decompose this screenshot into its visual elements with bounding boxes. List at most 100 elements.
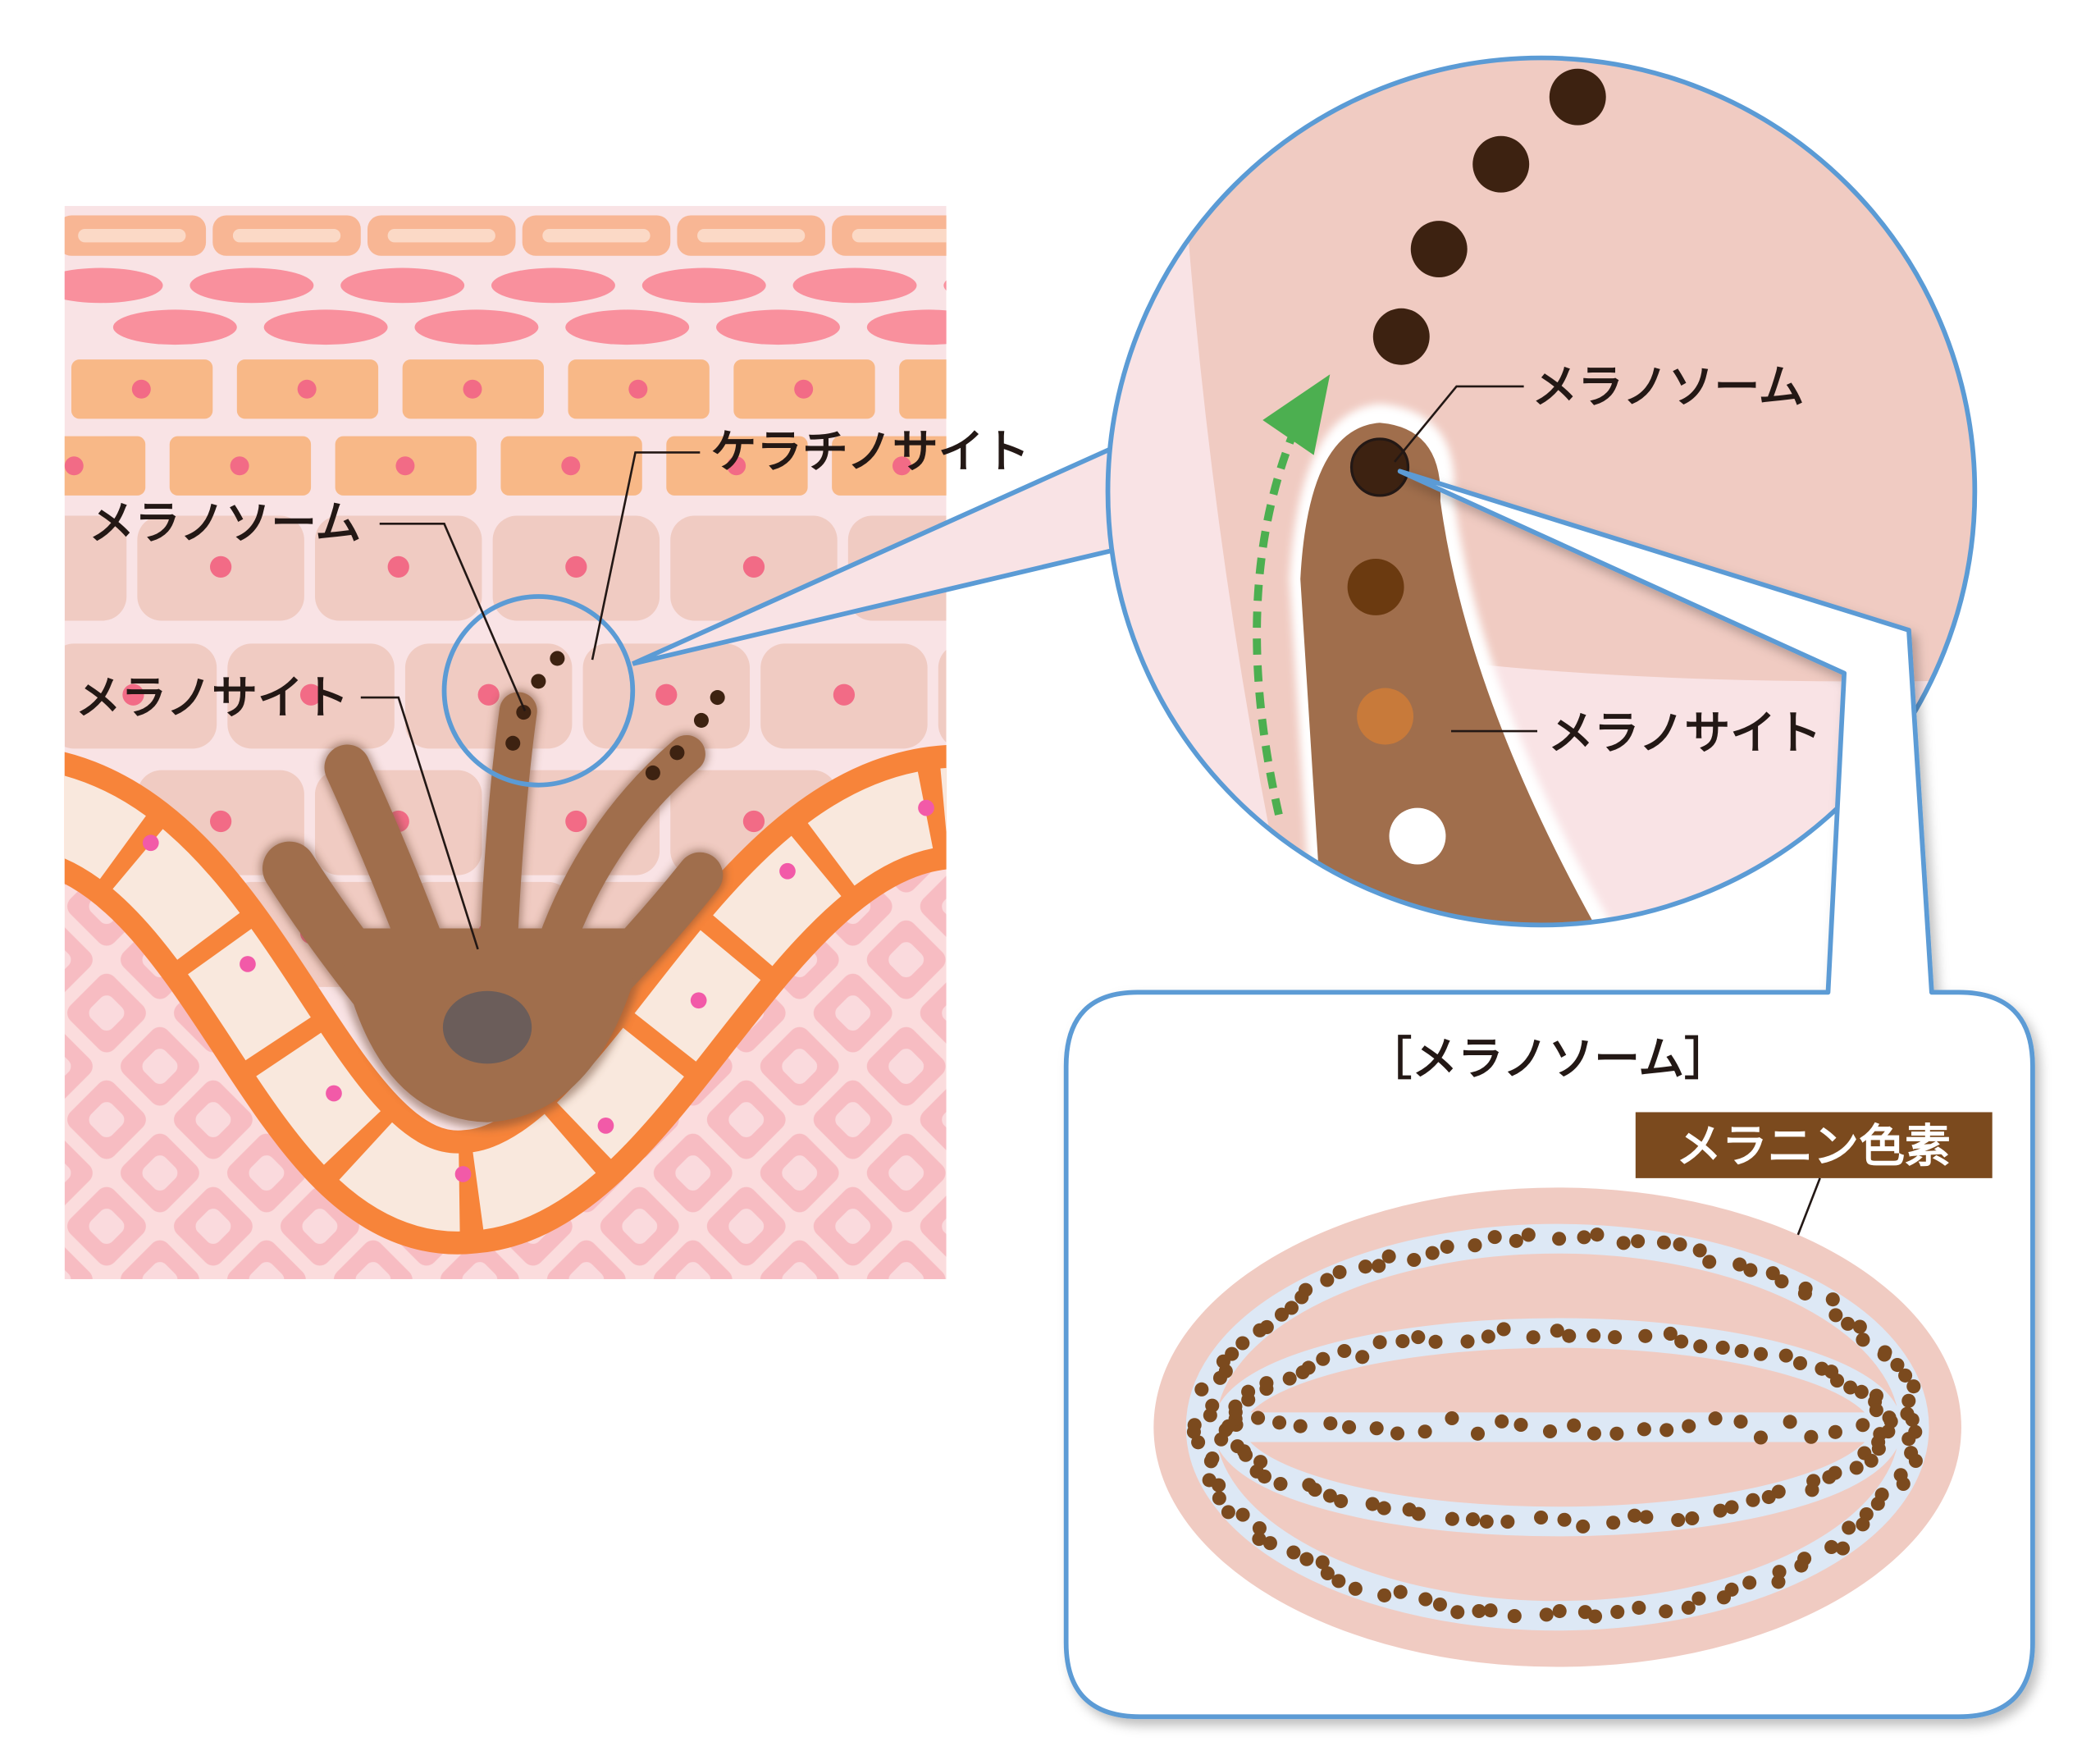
- melanin-granule: [1586, 1426, 1601, 1441]
- cell-nucleus: [727, 456, 746, 476]
- melanin-granule: [1562, 1328, 1577, 1343]
- melanin-granule: [1331, 1574, 1346, 1589]
- melanosomes-zoom: [1347, 68, 1606, 865]
- melanin-granule: [1685, 1511, 1700, 1526]
- spinous-cell: [899, 359, 947, 419]
- melanin-granule: [1552, 1604, 1567, 1619]
- detail-title: ［メラノソーム］: [1366, 1033, 1729, 1086]
- melanin-granule: [1877, 1347, 1892, 1362]
- melanin-granule: [1460, 1334, 1475, 1349]
- melanin-granule: [1804, 1429, 1819, 1444]
- granular-cell: [943, 280, 947, 291]
- cell-nucleus: [628, 379, 648, 399]
- melanin-granule: [1715, 1340, 1730, 1355]
- melanocyte-nucleus: [442, 990, 532, 1064]
- cell-nucleus: [209, 810, 232, 833]
- melanin-granule: [1743, 1263, 1758, 1278]
- melanin-granule: [1637, 1422, 1651, 1437]
- melanin-granule: [1693, 1339, 1708, 1354]
- melanin-granule: [1479, 1514, 1494, 1529]
- melanin-granule: [1299, 1552, 1314, 1566]
- cell-nucleus: [131, 379, 151, 399]
- melanin-granule: [1390, 1426, 1405, 1441]
- melanin-granule: [1369, 1421, 1384, 1436]
- label-keratinocyte: ケラチノサイト: [710, 425, 1029, 478]
- arrow-head-icon: [1262, 374, 1331, 455]
- melanin-granule: [1293, 1419, 1308, 1433]
- melanin-granule: [1674, 1334, 1689, 1349]
- corneum-cell-core: [78, 228, 186, 243]
- melanin-granule: [1411, 1330, 1426, 1345]
- melanin-granule: [1852, 1319, 1867, 1334]
- melanin-granule: [1376, 1501, 1391, 1515]
- melanin-granule: [1724, 1500, 1739, 1515]
- melanin-granule: [1849, 1461, 1864, 1475]
- label-melanocyte-left: メラノサイト: [75, 672, 349, 725]
- melanin-granule: [1864, 1453, 1879, 1468]
- melanin-granule: [1557, 1512, 1572, 1527]
- melanin-granule: [1320, 1273, 1335, 1287]
- granular-cell: [263, 309, 388, 345]
- melanin-granule: [1521, 1227, 1536, 1242]
- keratinocyte-cell: [938, 643, 947, 749]
- melanin-granule: [1854, 1384, 1869, 1399]
- melanin-granule: [1841, 1316, 1856, 1331]
- melanin-granule: [1221, 1505, 1235, 1520]
- basal-nucleus: [918, 799, 934, 816]
- melanin-granule: [1418, 1592, 1433, 1607]
- melanin-granule: [1332, 1264, 1347, 1279]
- melanin-granule: [1337, 1343, 1352, 1359]
- melanin-granule: [1908, 1453, 1923, 1468]
- melanin-granule: [1716, 1590, 1732, 1605]
- label-melanosome-left: メラノソーム: [89, 496, 361, 550]
- melanin-granule: [1606, 1515, 1621, 1530]
- cell-nucleus: [122, 683, 144, 706]
- melanin-granule: [1221, 1419, 1236, 1433]
- melanin-granule: [1774, 1274, 1789, 1289]
- melanin-granule: [1225, 1346, 1239, 1361]
- melanin-granule: [1765, 1266, 1780, 1281]
- cell-nucleus: [1011, 922, 1032, 944]
- melanin-granule: [1901, 1393, 1916, 1408]
- melanin-granule: [1659, 1423, 1674, 1438]
- melanin-granule: [1253, 1455, 1268, 1470]
- melanin-granule: [1450, 1605, 1465, 1620]
- melanin-granule: [1334, 1494, 1349, 1509]
- melanin-granule: [1631, 1234, 1646, 1249]
- melanin-granule: [1797, 1286, 1812, 1301]
- basal-cell-nuclei: [142, 799, 934, 1182]
- melanin-granule: [1746, 1493, 1760, 1507]
- melanin-granule: [1428, 1334, 1443, 1349]
- spinous-cell: [64, 436, 146, 496]
- melanin-granule: [1194, 1382, 1209, 1397]
- melanin-granule: [1733, 1415, 1748, 1429]
- melanin-granule: [1432, 1597, 1447, 1612]
- melanin-granule: [1495, 1414, 1509, 1429]
- melanin-granule: [1761, 1490, 1776, 1505]
- label-melanosome-zoom: メラノソーム: [1532, 361, 1804, 414]
- melanin-granule: [1202, 1473, 1217, 1488]
- melanin-granule: [1552, 1232, 1567, 1246]
- basal-nucleus: [690, 992, 707, 1009]
- melanin-granule: [1301, 1360, 1316, 1375]
- corneum-cell-core: [387, 228, 495, 243]
- cell-nucleus: [892, 456, 911, 476]
- melanin-granule: [1639, 1510, 1654, 1525]
- melanin-granule: [1856, 1333, 1870, 1347]
- melanin-granule: [1616, 1236, 1631, 1250]
- transfer-arrow: [1253, 409, 1307, 816]
- melanin-granule: [1487, 1230, 1502, 1245]
- melanin-granules: [1186, 1227, 1923, 1624]
- granular-cell: [340, 267, 465, 304]
- melanin-granule: [1673, 1237, 1687, 1252]
- melanin-granule: [1235, 1507, 1250, 1522]
- cell-nucleus: [655, 683, 678, 706]
- melanin-granule: [1355, 1350, 1370, 1365]
- granular-cell: [64, 267, 163, 304]
- melanin-granule: [1901, 1432, 1916, 1447]
- melanin-granule: [1567, 1418, 1582, 1433]
- melanin-granule: [1259, 1376, 1274, 1391]
- melanin-granule: [1805, 1483, 1819, 1497]
- melanin-granule: [1252, 1521, 1267, 1536]
